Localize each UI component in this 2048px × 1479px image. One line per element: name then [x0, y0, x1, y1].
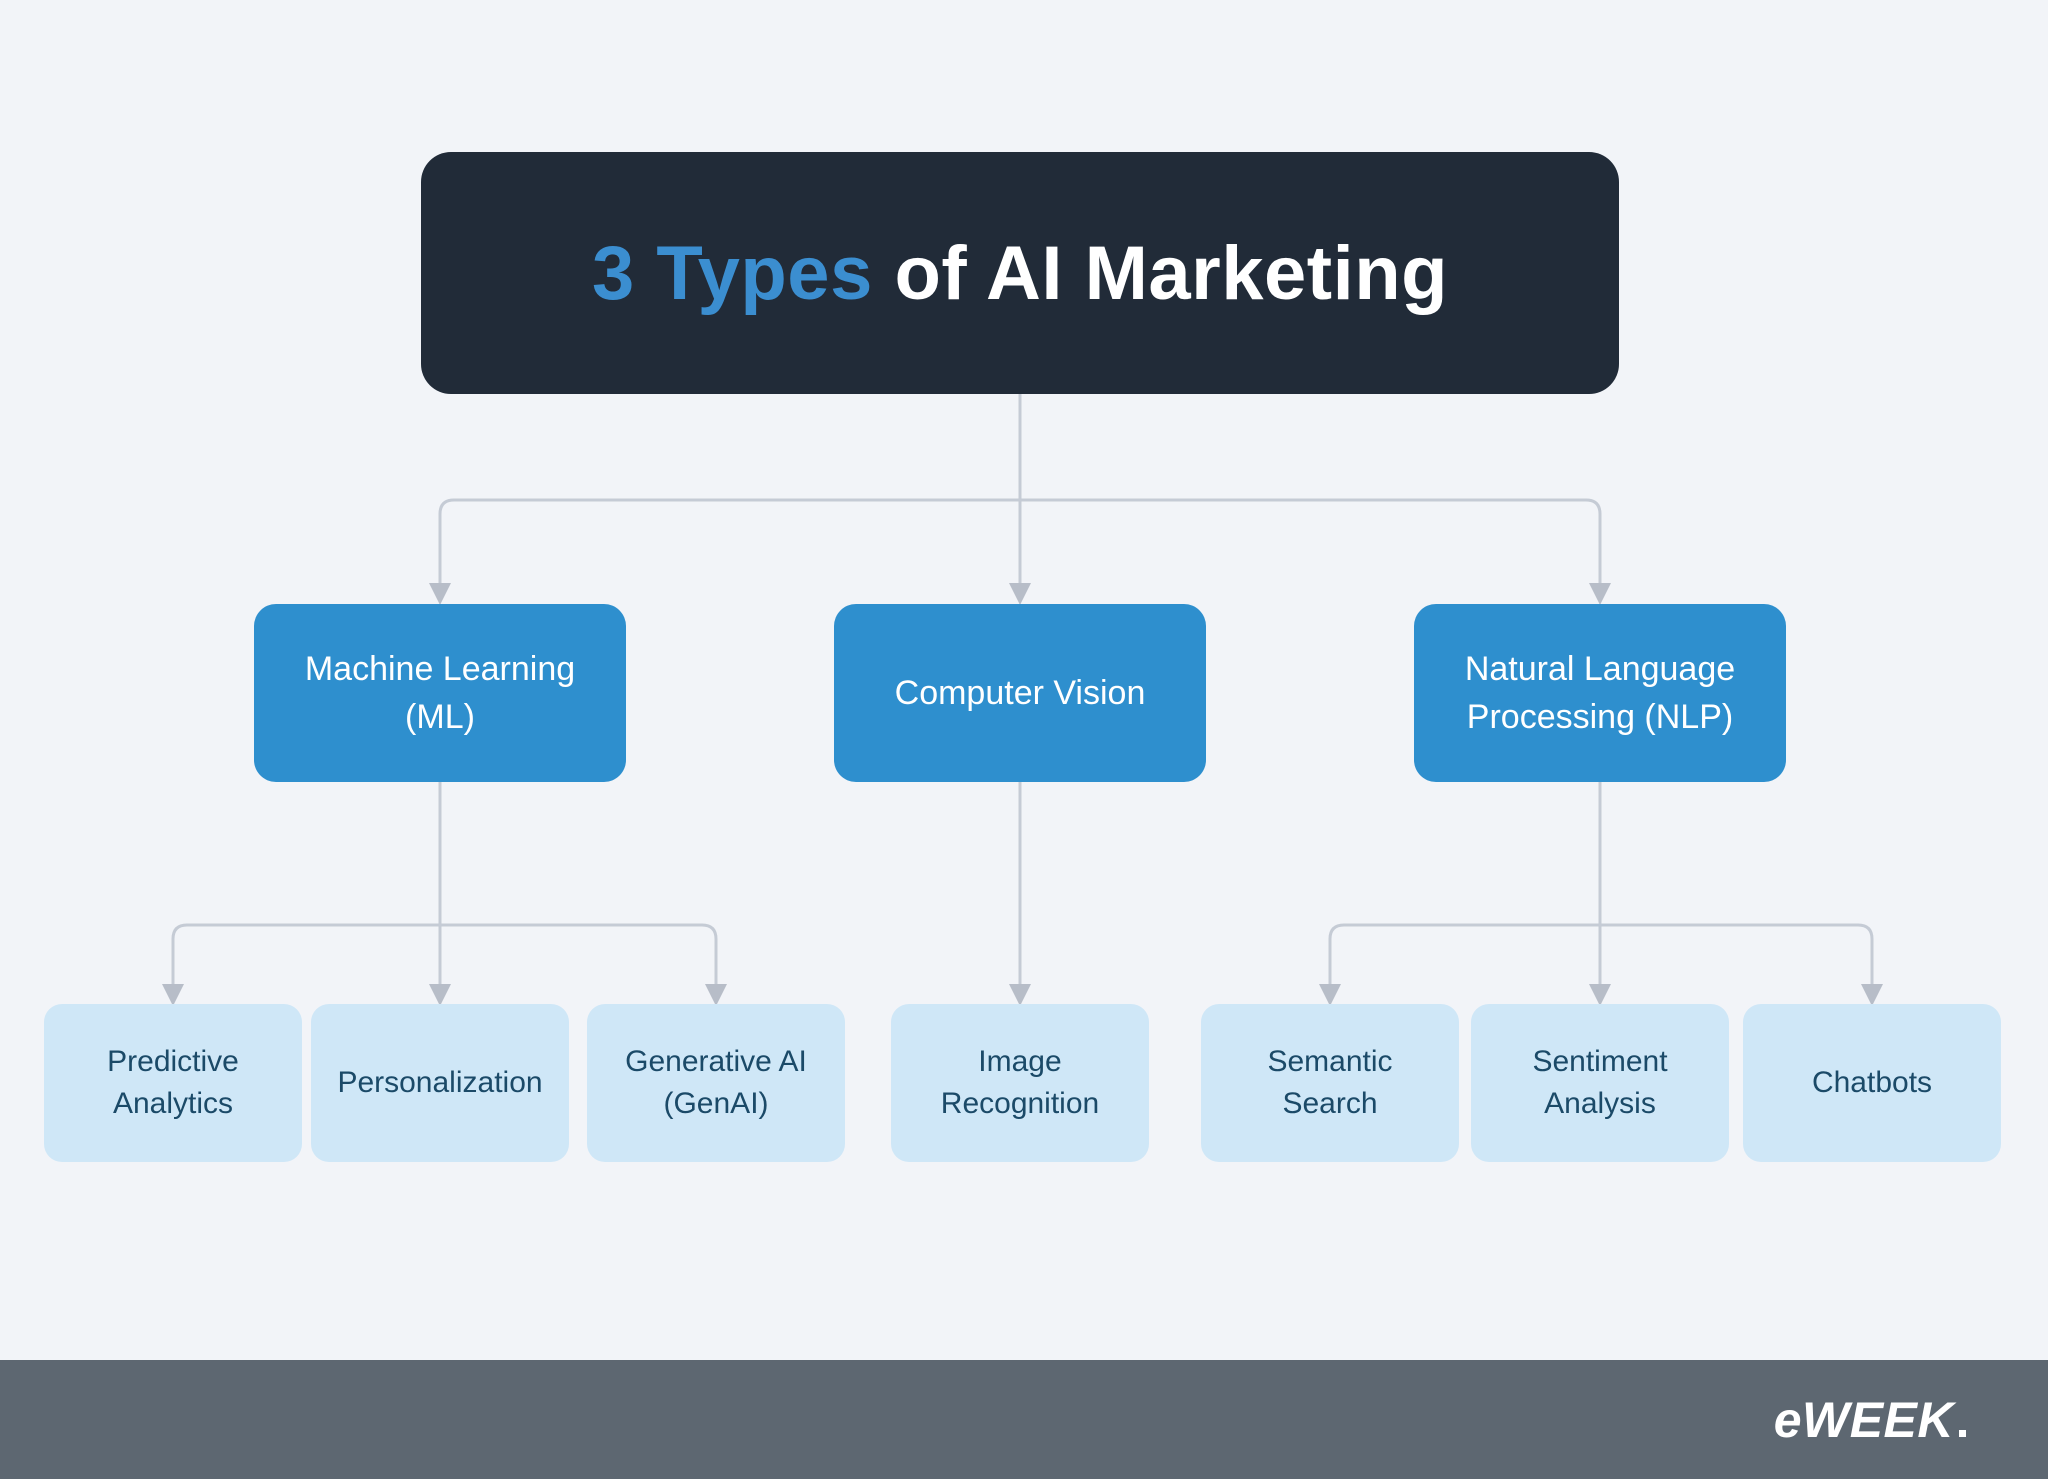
arrow-down-icon [705, 984, 727, 1006]
node-label: Computer Vision [894, 673, 1146, 712]
node-label: Predictive Analytics [107, 1045, 239, 1120]
connector-ml-to-predictive [171, 923, 440, 986]
node-label: Chatbots [1811, 1066, 1933, 1099]
node-machine-learning: Machine Learning (ML) [254, 604, 626, 782]
arrow-down-icon [1009, 984, 1031, 1006]
footer-bar: eWEEK [0, 1360, 2048, 1479]
arrow-down-icon [1319, 984, 1341, 1006]
arrow-down-icon [429, 984, 451, 1006]
node-semantic-search: Semantic Search [1201, 1004, 1459, 1162]
node-label: Natural Language Processing (NLP) [1464, 649, 1736, 736]
eweek-logo: eWEEK [1774, 1391, 1966, 1449]
node-generative-ai: Generative AI (GenAI) [587, 1004, 845, 1162]
connector-title-to-nlp [1020, 498, 1602, 585]
title-highlight: 3 Types [591, 230, 873, 316]
connector-nlp-to-semantic [1328, 923, 1600, 986]
node-label: Image Recognition [940, 1045, 1100, 1120]
arrow-down-icon [1009, 583, 1031, 605]
node-image-recognition: Image Recognition [891, 1004, 1149, 1162]
connector-nlp-to-chatbots [1600, 923, 1874, 986]
node-label: Semantic Search [1267, 1045, 1393, 1120]
arrow-down-icon [1589, 984, 1611, 1006]
node-predictive-analytics: Predictive Analytics [44, 1004, 302, 1162]
arrow-down-icon [429, 583, 451, 605]
title-rest: of AI Marketing [872, 230, 1449, 316]
node-natural-language-processing: Natural Language Processing (NLP) [1414, 604, 1786, 782]
eweek-logo-text: eWEEK [1773, 1391, 1954, 1448]
node-label: Machine Learning (ML) [304, 649, 576, 736]
node-chatbots: Chatbots [1743, 1004, 2001, 1162]
node-personalization: Personalization [311, 1004, 569, 1162]
node-label: Sentiment Analysis [1532, 1045, 1668, 1120]
node-sentiment-analysis: Sentiment Analysis [1471, 1004, 1729, 1162]
node-label: Personalization [337, 1066, 543, 1099]
title-box: 3 Types of AI Marketing [421, 152, 1619, 394]
arrow-down-icon [1589, 583, 1611, 605]
connector-title-to-ml [438, 498, 1020, 585]
trademark-dot-icon [1959, 1429, 1966, 1437]
arrow-down-icon [162, 984, 184, 1006]
node-label: Generative AI (GenAI) [625, 1045, 807, 1120]
arrow-down-icon [1861, 984, 1883, 1006]
connector-ml-to-genai [440, 923, 718, 986]
page-title: 3 Types of AI Marketing [592, 230, 1448, 317]
node-computer-vision: Computer Vision [834, 604, 1206, 782]
